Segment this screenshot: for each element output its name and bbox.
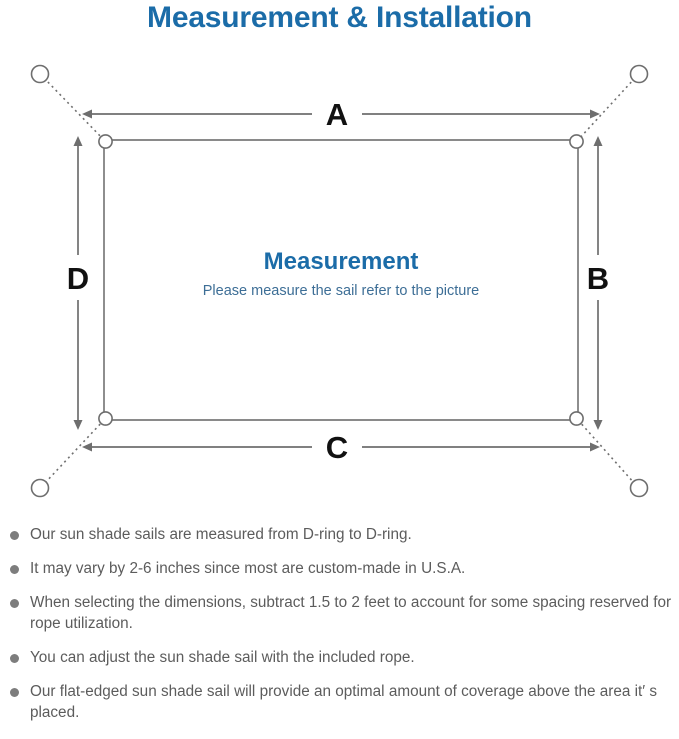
d-ring-top-left-icon bbox=[98, 134, 113, 149]
d-ring-top-right-icon bbox=[569, 134, 584, 149]
sail-rectangle bbox=[103, 139, 579, 421]
list-item: When selecting the dimensions, subtract … bbox=[0, 592, 679, 634]
dimension-label-d: D bbox=[67, 261, 89, 296]
anchor-point-top-right-icon bbox=[629, 64, 649, 84]
dimension-label-a: A bbox=[326, 97, 348, 132]
note-text: Our sun shade sails are measured from D-… bbox=[30, 526, 412, 543]
tether-line-top-left bbox=[43, 77, 105, 141]
sail-diagram-svg: A C D B Measurement Please measure the s… bbox=[30, 64, 649, 498]
note-text: You can adjust the sun shade sail with t… bbox=[30, 649, 415, 666]
tether-line-top-right bbox=[577, 77, 636, 141]
list-item: Our flat-edged sun shade sail will provi… bbox=[0, 681, 679, 723]
tether-line-bottom-left bbox=[43, 419, 105, 485]
measurement-diagram: A C D B Measurement Please measure the s… bbox=[0, 48, 679, 518]
note-text: It may vary by 2-6 inches since most are… bbox=[30, 560, 466, 577]
d-ring-bottom-right-icon bbox=[569, 411, 584, 426]
list-item: You can adjust the sun shade sail with t… bbox=[0, 647, 679, 668]
bullet-icon bbox=[10, 654, 19, 663]
dimension-label-c: C bbox=[326, 430, 348, 465]
bullet-icon bbox=[10, 599, 19, 608]
anchor-point-bottom-right-icon bbox=[629, 478, 649, 498]
page-title: Measurement & Installation bbox=[147, 1, 532, 34]
tether-line-bottom-right bbox=[577, 419, 636, 485]
sail-center-subtitle: Please measure the sail refer to the pic… bbox=[203, 283, 479, 299]
sail-center-title: Measurement bbox=[264, 248, 419, 275]
anchor-point-top-left-icon bbox=[30, 64, 50, 84]
note-text: When selecting the dimensions, subtract … bbox=[30, 594, 672, 632]
bullet-icon bbox=[10, 688, 19, 697]
bullet-icon bbox=[10, 565, 19, 574]
note-text: Our flat-edged sun shade sail will provi… bbox=[30, 683, 658, 721]
notes-list: Our sun shade sails are measured from D-… bbox=[0, 524, 679, 736]
bullet-icon bbox=[10, 531, 19, 540]
list-item: It may vary by 2-6 inches since most are… bbox=[0, 558, 679, 579]
dimension-label-b: B bbox=[587, 261, 609, 296]
anchor-point-bottom-left-icon bbox=[30, 478, 50, 498]
list-item: Our sun shade sails are measured from D-… bbox=[0, 524, 679, 545]
d-ring-bottom-left-icon bbox=[98, 411, 113, 426]
